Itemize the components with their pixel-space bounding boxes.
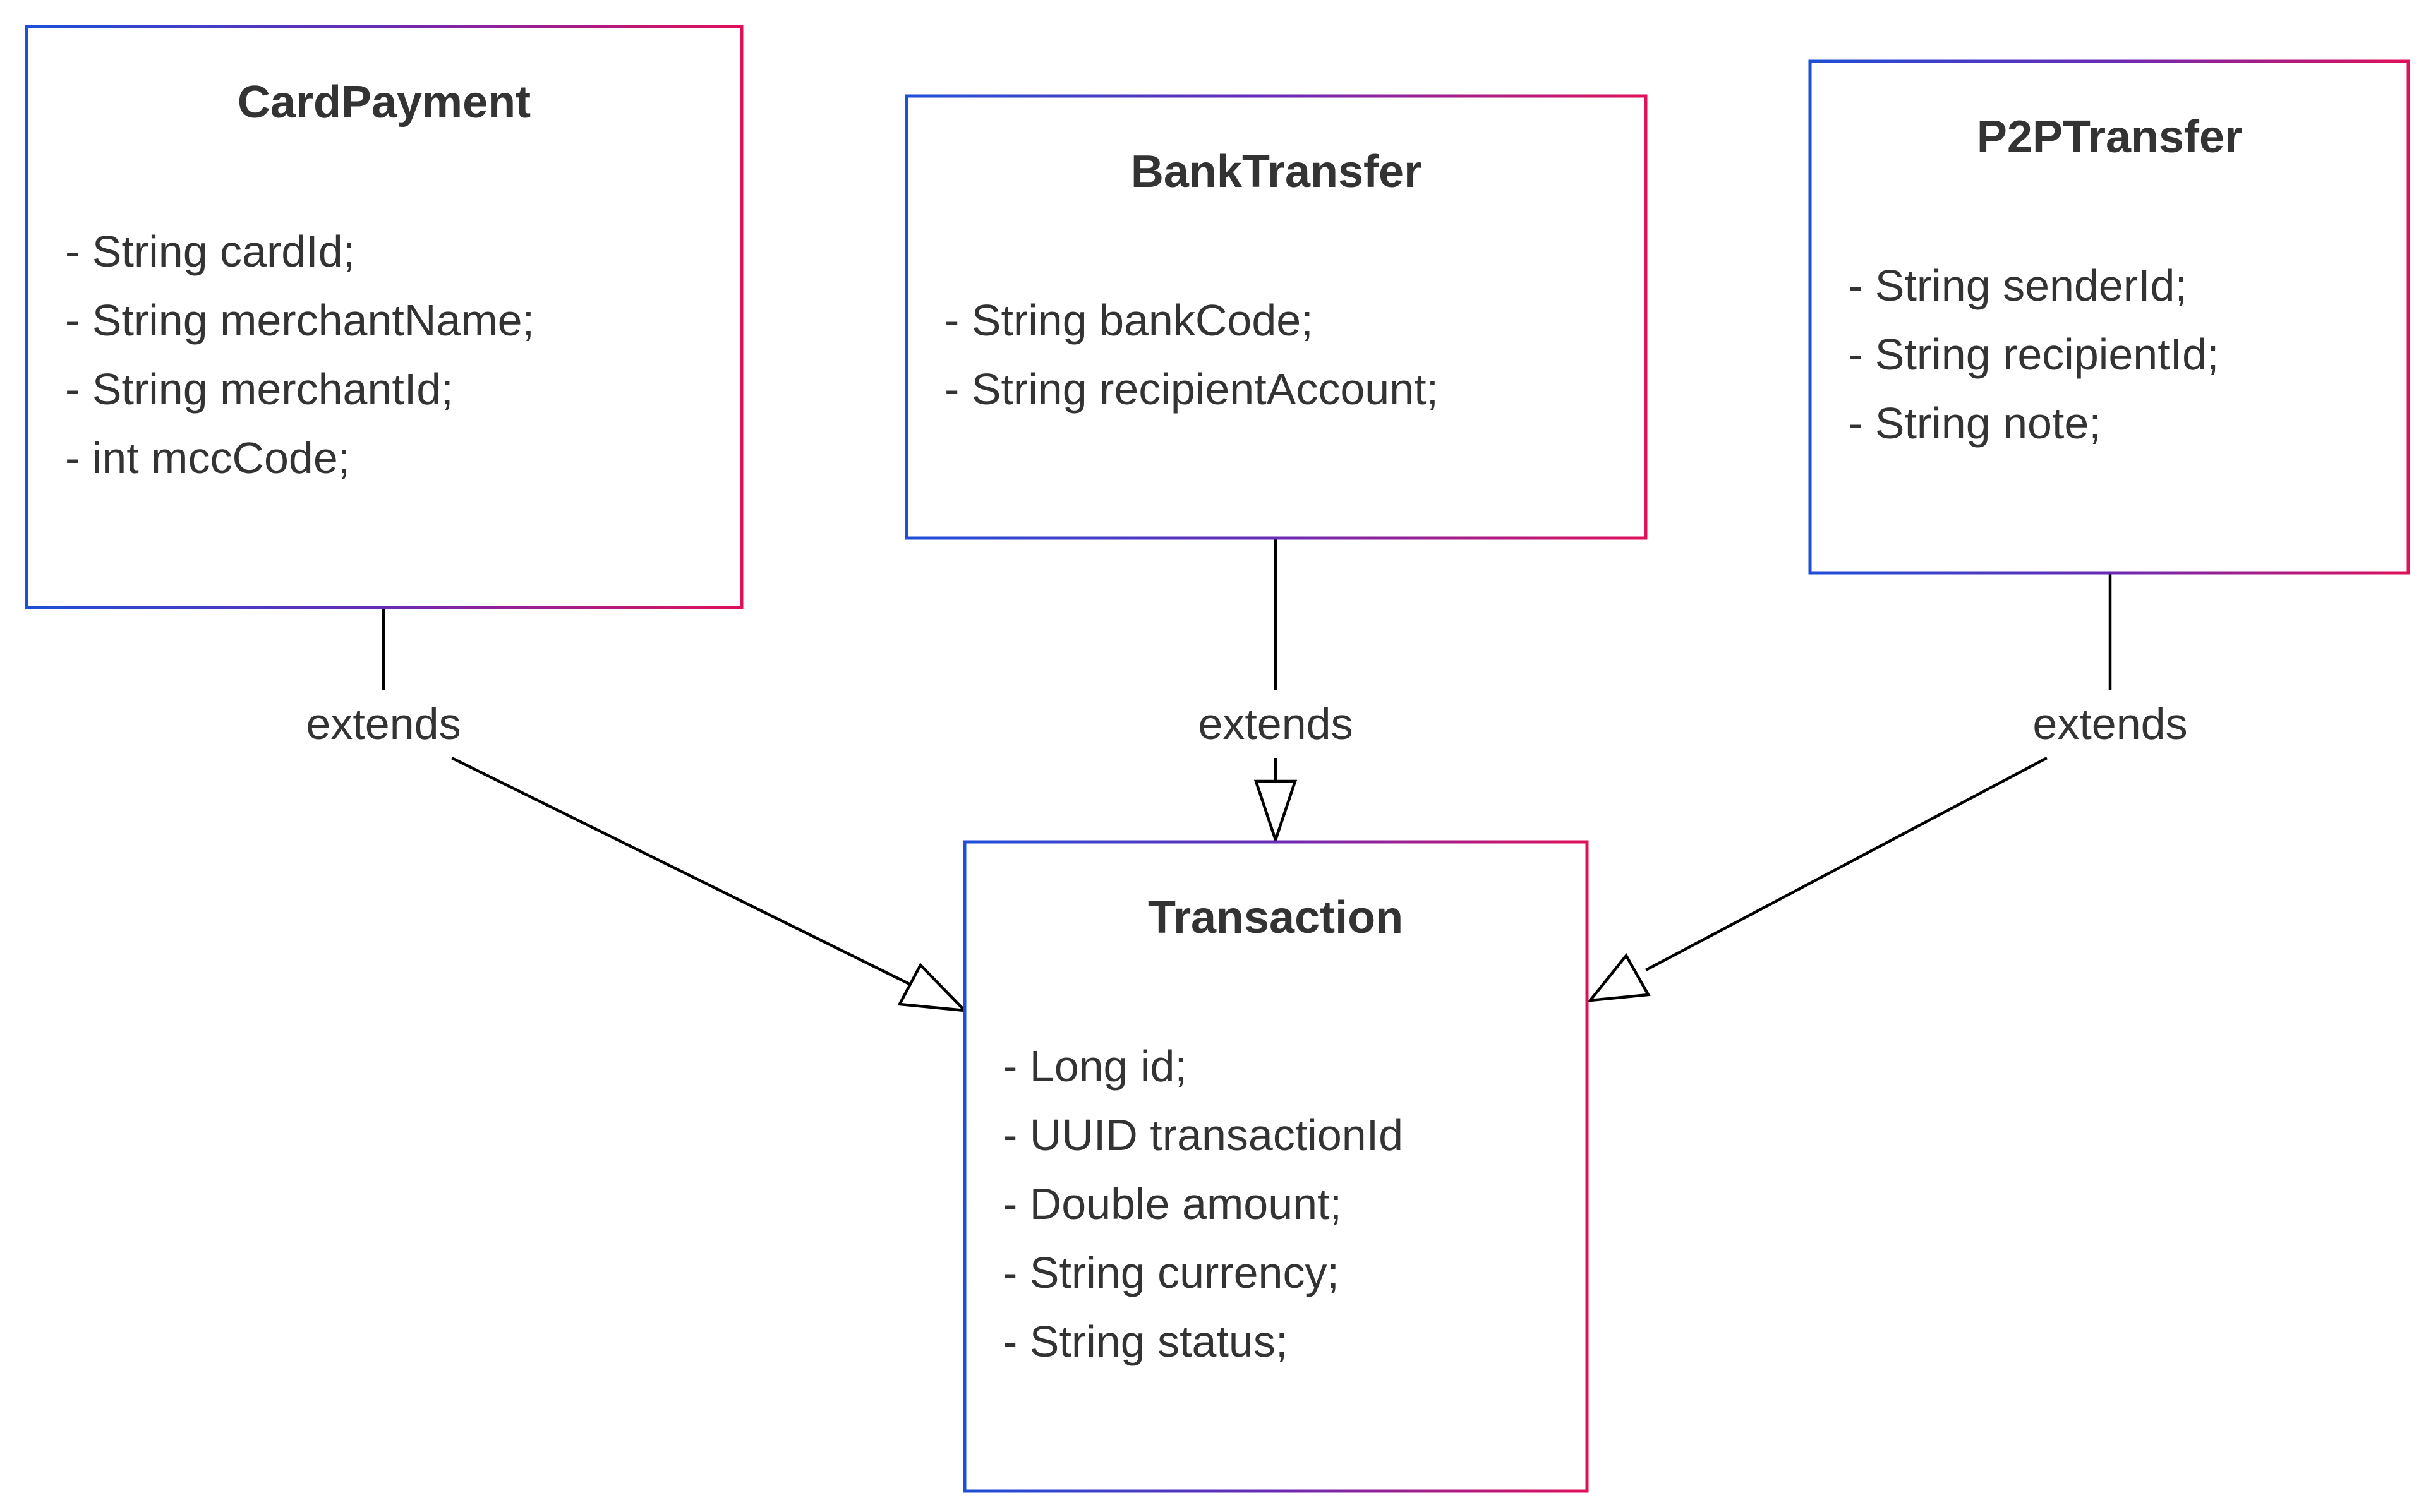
class-box (1808, 59, 2410, 575)
class-attribute: - UUID transactionId (1003, 1110, 1403, 1160)
class-name: CardPayment (238, 77, 531, 128)
class-attribute: - String senderId; (1848, 261, 2187, 310)
relation-p2p-transfer-transaction (1586, 573, 2112, 1002)
class-attribute: - String currency; (1003, 1248, 1339, 1297)
relation-card-payment-transaction (382, 608, 969, 1012)
relation-label: extends (1198, 699, 1353, 748)
class-box (25, 25, 744, 609)
class-attribute: - String merchantName; (65, 296, 534, 345)
inheritance-arrowhead (1253, 779, 1298, 845)
inheritance-arrowhead (897, 963, 969, 1012)
class-name: Transaction (1148, 892, 1403, 943)
class-attribute: - Double amount; (1003, 1179, 1342, 1228)
relation-label-card-payment: extends (294, 692, 474, 755)
relation-label: extends (2032, 699, 2187, 748)
class-attribute: - String merchantId; (65, 364, 454, 414)
class-transaction[interactable]: Transaction - Long id; - UUID transactio… (963, 840, 1589, 1493)
class-attribute: - String note; (1848, 399, 2101, 448)
inheritance-arrowhead (1586, 953, 1651, 1002)
class-card-payment[interactable]: CardPayment - String cardId; - String me… (25, 25, 744, 609)
relation-bank-transfer-transaction (1253, 538, 1298, 845)
relation-label-p2p-transfer: extends (2020, 692, 2200, 755)
class-attribute: - String recipientId; (1848, 330, 2219, 379)
relation-line (451, 756, 929, 995)
class-attribute: - String bankCode; (944, 296, 1313, 345)
relation-label-bank-transfer: extends (1186, 692, 1366, 755)
class-attribute: - String recipientAccount; (944, 364, 1439, 414)
class-attribute: - String cardId; (65, 227, 355, 276)
class-p2p-transfer[interactable]: P2PTransfer - String senderId; - String … (1808, 59, 2410, 575)
relation-line (1644, 757, 2048, 971)
class-attribute: - String status; (1003, 1317, 1288, 1366)
class-attribute: - Long id; (1003, 1041, 1187, 1091)
class-attribute: - int mccCode; (65, 433, 350, 483)
class-box (905, 94, 1648, 540)
class-name: BankTransfer (1131, 147, 1421, 197)
class-name: P2PTransfer (1977, 112, 2242, 162)
class-bank-transfer[interactable]: BankTransfer - String bankCode; - String… (905, 94, 1648, 540)
relation-label: extends (306, 699, 461, 748)
class-box (963, 840, 1589, 1493)
